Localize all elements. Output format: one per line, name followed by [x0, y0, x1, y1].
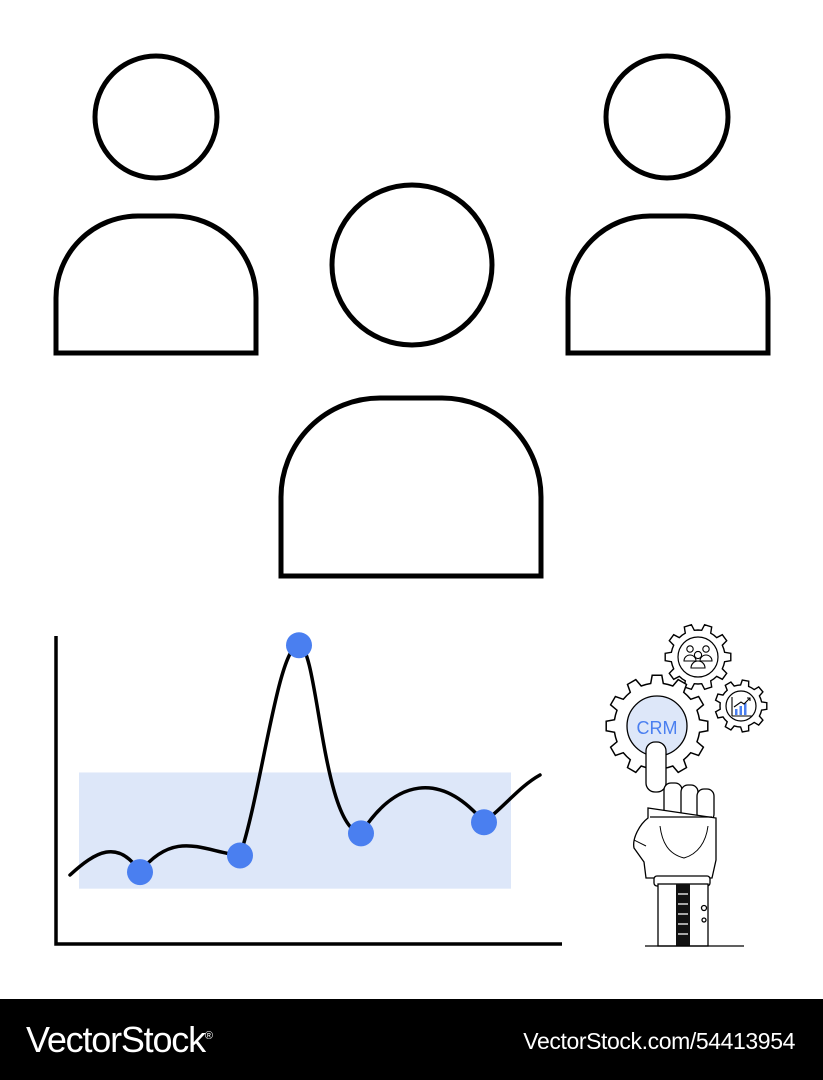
gear-icon-crm: CRM [605, 674, 709, 778]
gear-icon-people [664, 623, 732, 691]
watermark-footer: VectorStock® VectorStock.com/54413954 [0, 999, 823, 1080]
line-chart [54, 632, 562, 946]
robot-hand-crm-illustration: CRM [605, 623, 768, 947]
data-point-5 [471, 809, 497, 836]
stock-id: VectorStock.com/54413954 [523, 1028, 795, 1054]
person-icon-right [565, 53, 771, 356]
vectorstock-logo: VectorStock® [26, 1019, 213, 1061]
crm-badge-text: CRM [637, 718, 678, 738]
person-icon-left [53, 53, 259, 356]
data-point-3 [286, 632, 312, 659]
chart-axes [54, 636, 562, 946]
person-icon-center [278, 182, 544, 579]
illustration-canvas: CRM [53, 53, 771, 947]
data-point-1 [127, 859, 153, 886]
robot-hand-icon [633, 741, 744, 947]
brand-name: VectorStock [26, 1019, 206, 1060]
series-points [127, 632, 497, 886]
growth-chart-icon [731, 697, 752, 717]
registered-mark: ® [204, 1030, 213, 1042]
data-point-2 [227, 842, 253, 869]
data-point-4 [348, 820, 374, 847]
people-icon [683, 645, 713, 669]
gear-icon-chart [714, 679, 768, 733]
